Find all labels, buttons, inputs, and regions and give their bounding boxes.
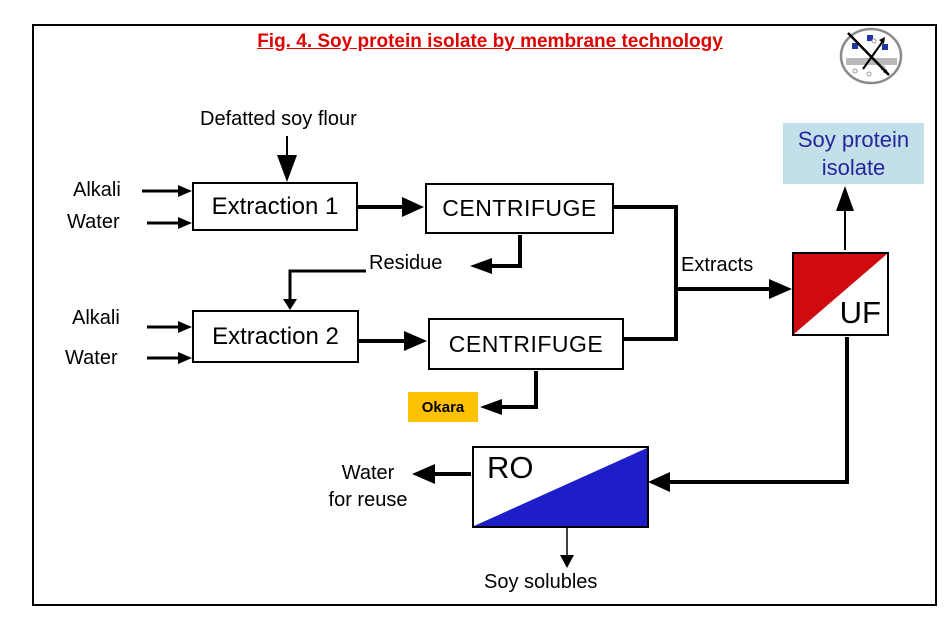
label-soy-solubles: Soy solubles [484, 571, 598, 593]
node-ro-membrane: RO [472, 446, 649, 528]
uf-label: UF [839, 295, 881, 330]
uf-membrane-triangle [794, 254, 887, 334]
label-water-for-reuse-line1: Water [341, 462, 395, 484]
membrane-technology-logo-icon [839, 27, 903, 85]
soy-protein-isolate-line2: isolate [821, 154, 886, 180]
node-okara: Okara [408, 392, 478, 422]
node-centrifuge-1: CENTRIFUGE [425, 183, 614, 234]
label-alkali-1: Alkali [73, 179, 121, 201]
figure-title: Fig. 4. Soy protein isolate by membrane … [257, 31, 723, 52]
node-extraction-1: Extraction 1 [192, 182, 358, 231]
label-water-2: Water [65, 347, 118, 369]
label-extracts: Extracts [681, 254, 754, 276]
label-water-for-reuse-line2: for reuse [328, 489, 408, 511]
label-water-for-reuse: Water for reuse [318, 460, 418, 514]
ro-label: RO [487, 450, 534, 485]
label-alkali-2: Alkali [72, 307, 120, 329]
label-defatted-soy-flour: Defatted soy flour [200, 108, 357, 130]
node-extraction-2: Extraction 2 [192, 310, 359, 363]
soy-protein-isolate-line1: Soy protein [797, 127, 910, 152]
node-soy-protein-isolate: Soy protein isolate [783, 123, 924, 184]
label-water-1: Water [67, 211, 120, 233]
ro-membrane-triangle [474, 448, 647, 526]
node-centrifuge-2: CENTRIFUGE [428, 318, 624, 370]
label-residue: Residue [369, 252, 443, 274]
node-uf-membrane: UF [792, 252, 889, 336]
